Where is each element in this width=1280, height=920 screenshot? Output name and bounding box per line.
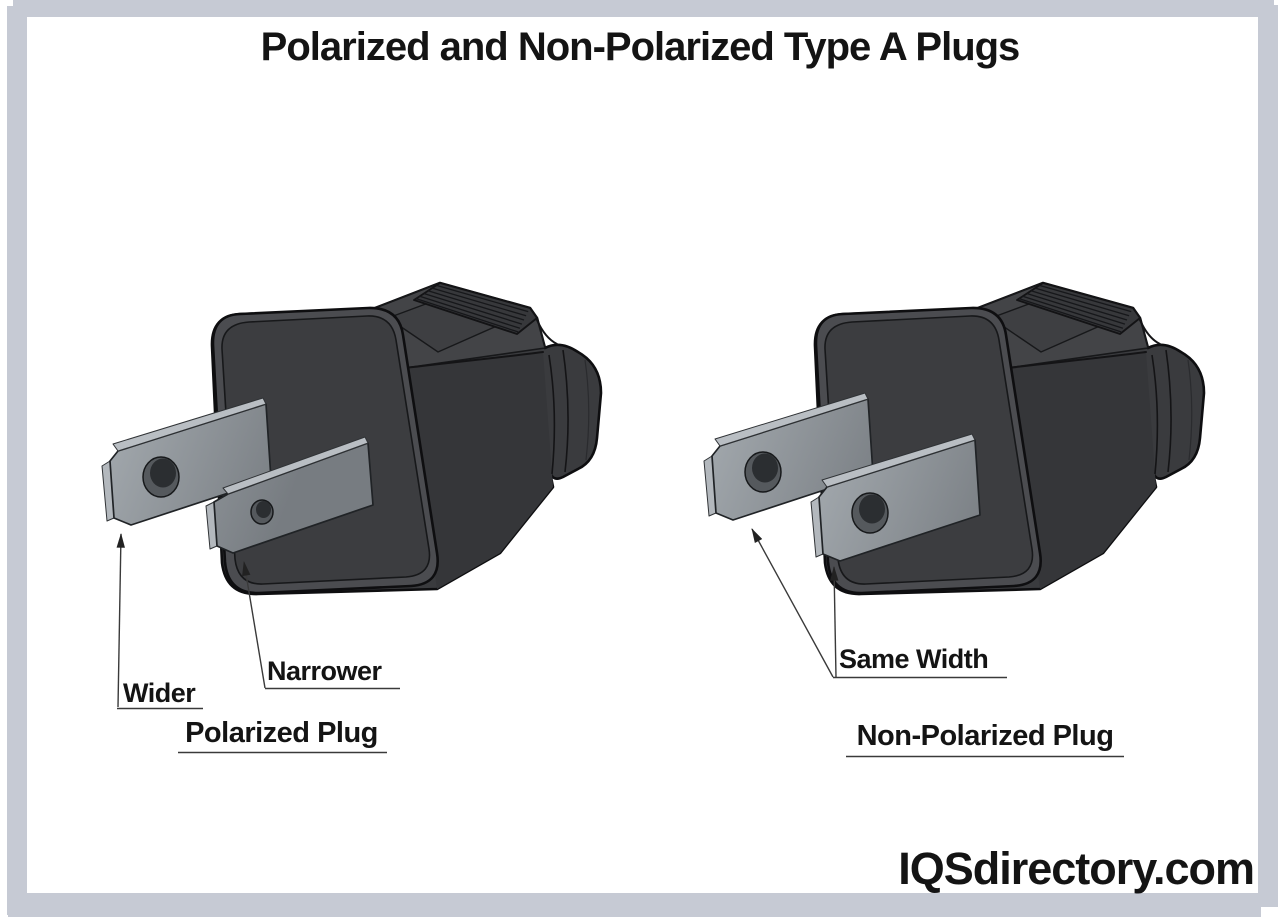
- polarized-plug-illustration: [101, 281, 603, 596]
- page-title: Polarized and Non-Polarized Type A Plugs: [260, 25, 1021, 69]
- frame-border-right: [1258, 5, 1278, 907]
- wider-leader-arrow: [116, 532, 125, 708]
- non-polarized-plug-illustration: [703, 281, 1206, 596]
- frame-border-left: [7, 6, 27, 915]
- frame-border-bottom: [8, 893, 1261, 917]
- same-width-leader-arrow-left: [751, 528, 834, 678]
- non-polarized-plug-caption: Non-Polarized Plug: [856, 720, 1114, 752]
- narrower-label: Narrower: [267, 656, 382, 686]
- frame-border-top: [13, 0, 1274, 17]
- narrower-leader-arrow: [242, 560, 266, 689]
- same-width-label: Same Width: [839, 644, 989, 674]
- polarized-plug-caption: Polarized Plug: [185, 717, 378, 749]
- annotation-lines: [116, 528, 1124, 758]
- same-width-leader-arrow-right: [830, 565, 839, 678]
- watermark-text: IQSdirectory.com: [898, 843, 1255, 894]
- wider-label: Wider: [123, 678, 196, 708]
- narrow-prong: [205, 436, 374, 554]
